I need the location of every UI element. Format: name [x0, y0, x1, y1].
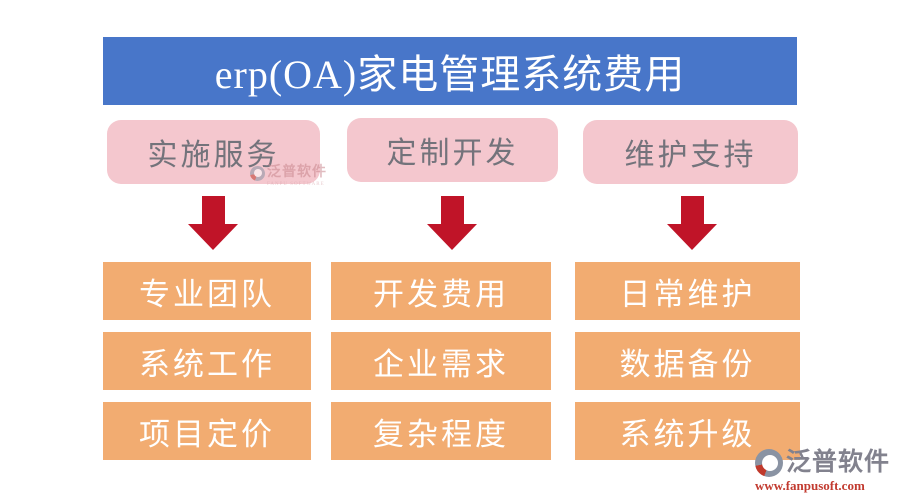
item-label: 项目定价	[139, 416, 275, 452]
item-box: 复杂程度	[331, 402, 551, 460]
item-box: 项目定价	[103, 402, 311, 460]
item-label: 专业团队	[139, 276, 275, 312]
footer-url: www.fanpusoft.com	[755, 478, 865, 493]
watermark: 泛普软件 FANPU SOFTWARE	[250, 166, 327, 187]
header-box-implementation-service: 实施服务	[107, 120, 320, 184]
down-arrow-icon	[427, 196, 477, 250]
item-label: 企业需求	[373, 346, 509, 382]
down-arrow-icon	[188, 196, 238, 250]
item-box: 开发费用	[331, 262, 551, 320]
watermark-brand: 泛普软件	[267, 165, 327, 180]
header-box-custom-development: 定制开发	[347, 118, 558, 182]
header-label: 定制开发	[386, 137, 519, 170]
footer-brand: 泛普软件	[786, 449, 891, 477]
item-box: 数据备份	[575, 332, 800, 390]
fanpu-logo-icon	[755, 449, 783, 477]
down-arrow-icon	[667, 196, 717, 250]
item-label: 复杂程度	[373, 416, 509, 452]
item-box: 专业团队	[103, 262, 311, 320]
watermark-subtext: FANPU SOFTWARE	[267, 182, 325, 187]
footer-logo: 泛普软件 www.fanpusoft.com	[755, 449, 899, 494]
item-box: 系统工作	[103, 332, 311, 390]
item-label: 开发费用	[373, 276, 509, 312]
header-label: 维护支持	[624, 139, 757, 172]
item-box: 日常维护	[575, 262, 800, 320]
page-title: erp(OA)家电管理系统费用	[214, 52, 686, 97]
fanpu-logo-icon	[250, 166, 265, 181]
title-banner: erp(OA)家电管理系统费用	[103, 37, 797, 105]
item-label: 日常维护	[619, 276, 756, 312]
item-label: 系统工作	[139, 346, 275, 382]
item-box: 企业需求	[331, 332, 551, 390]
header-box-maintenance-support: 维护支持	[583, 120, 798, 184]
item-label: 数据备份	[619, 346, 756, 382]
item-label: 系统升级	[619, 416, 756, 452]
